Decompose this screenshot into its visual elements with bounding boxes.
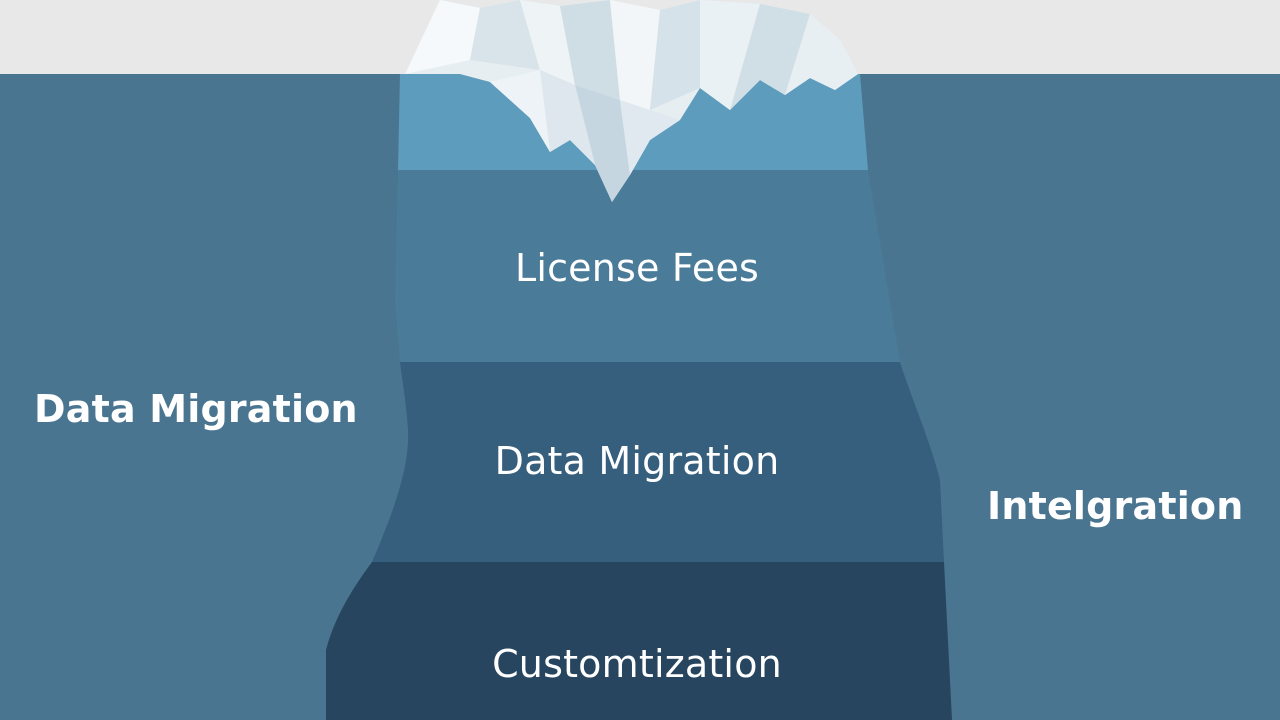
- iceberg-layer-license-fees: [395, 170, 900, 362]
- side-label-right: Intelgration: [987, 484, 1244, 528]
- layer-label-data-migration: Data Migration: [494, 439, 780, 483]
- layer-label-customization: Customtization: [492, 642, 782, 686]
- layer-label-license-fees: License Fees: [514, 246, 760, 290]
- iceberg-layer-customization: [326, 562, 952, 720]
- ice-peak-icon: [405, 0, 858, 202]
- side-label-left: Data Migration: [34, 387, 358, 431]
- iceberg-layer-data-migration: [372, 362, 944, 562]
